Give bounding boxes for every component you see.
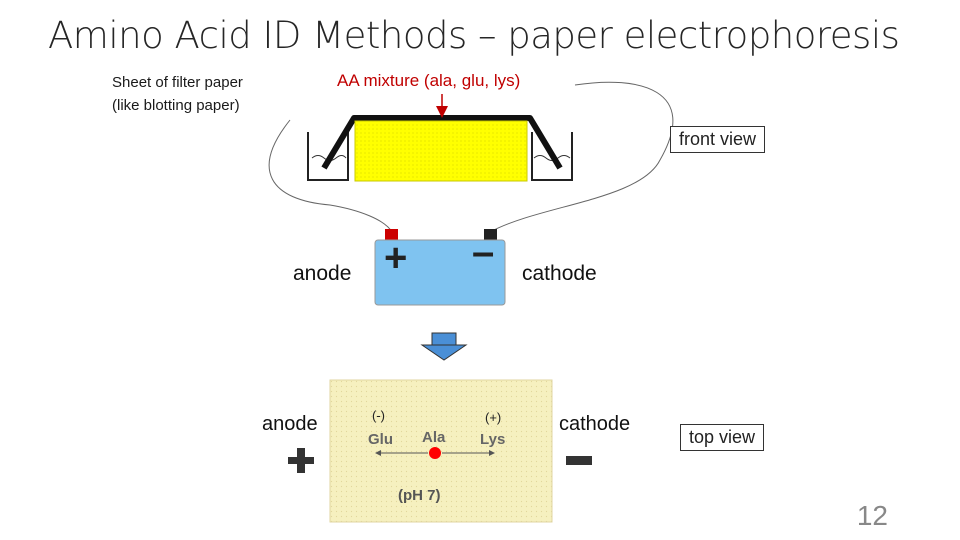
slide-title: Amino Acid ID Methods – paper electropho… [48, 14, 900, 57]
wire-left [268, 119, 393, 233]
battery [374, 229, 506, 306]
front-view-label: front view [670, 126, 766, 153]
top-cathode-minus [566, 456, 592, 465]
yellow-paper-region [354, 120, 528, 182]
glu-charge: (-) [372, 408, 385, 423]
paper-label-line2: (like blotting paper) [112, 97, 240, 114]
down-arrow [420, 332, 468, 361]
battery-minus: – [472, 230, 495, 274]
top-cathode-label: cathode [559, 413, 631, 435]
top-anode-plus [288, 448, 314, 473]
glu-label: Glu [368, 431, 393, 448]
battery-plus: + [384, 236, 408, 280]
wire-right [489, 81, 674, 233]
top-view-paper-strip [329, 379, 553, 523]
front-cathode-label: cathode [522, 262, 597, 285]
mixture-label: AA mixture (ala, glu, lys) [337, 71, 521, 90]
right-buffer-beaker [531, 132, 573, 181]
top-anode-label: anode [262, 413, 318, 435]
ph-label: (pH 7) [398, 487, 441, 504]
paper-label-line1: Sheet of filter paper [112, 74, 243, 91]
top-view-label: top view [680, 424, 765, 451]
lys-charge: (+) [485, 410, 502, 425]
ala-label: Ala [422, 429, 446, 446]
filter-paper-outline [321, 115, 563, 170]
lys-label: Lys [480, 431, 506, 448]
sample-spot [429, 447, 441, 459]
page-number: 12 [856, 500, 888, 531]
front-anode-label: anode [293, 262, 352, 285]
